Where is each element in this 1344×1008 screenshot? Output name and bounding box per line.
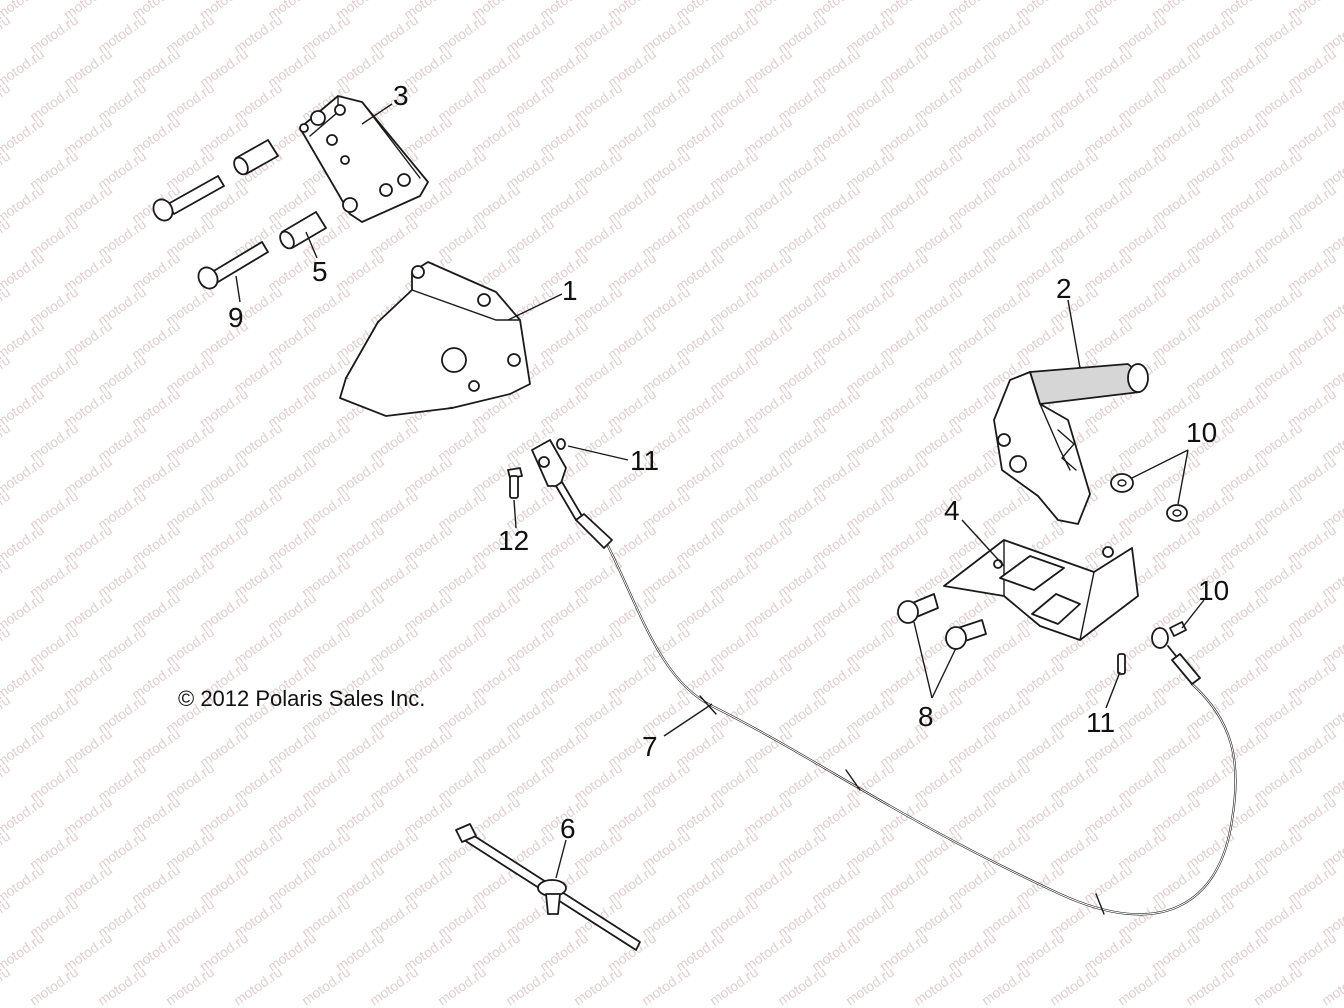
callout-8: 8: [918, 701, 934, 732]
watermark-text: motod.ru: [1183, 964, 1237, 1008]
callout-9: 9: [228, 302, 244, 333]
watermark-text: motod.ru: [0, 930, 47, 975]
callout-5: 5: [312, 256, 328, 287]
watermark-text: motod.ru: [0, 284, 13, 329]
callout-4: 4: [944, 495, 960, 526]
watermark-text: motod.ru: [0, 828, 13, 873]
bolt-upper-part: [152, 175, 225, 222]
watermark-text: motod.ru: [503, 964, 557, 1008]
watermark-text: motod.ru: [0, 114, 47, 159]
watermark-text: motod.ru: [95, 964, 149, 1008]
watermark-text: motod.ru: [979, 964, 1033, 1008]
callout-10-upper: 10: [1186, 417, 1217, 448]
callout-3: 3: [393, 80, 409, 111]
bolt-8-lower-part: [945, 619, 987, 650]
callout-2: 2: [1056, 273, 1072, 304]
callout-6: 6: [560, 813, 576, 844]
watermark-text: motod.ru: [299, 964, 353, 1008]
bolt-8-upper-part: [897, 593, 939, 624]
watermark-text: motod.ru: [775, 964, 829, 1008]
watermark-text: motod.ru: [1115, 964, 1169, 1008]
watermark-text: motod.ru: [0, 318, 47, 363]
watermark-text: motod.ru: [1251, 964, 1305, 1008]
watermark-text: motod.ru: [0, 794, 47, 839]
watermark-text: motod.ru: [0, 964, 13, 1008]
copyright-notice: © 2012 Polaris Sales Inc.: [178, 686, 425, 711]
watermark-text: motod.ru: [367, 964, 421, 1008]
handle-lever-part: [993, 363, 1149, 525]
watermark-text: motod.ru: [0, 522, 47, 567]
watermark-text: motod.ru: [0, 46, 47, 91]
nut-upper-right-part: [1166, 504, 1188, 522]
watermark-text: motod.ru: [0, 692, 13, 737]
watermark-text: motod.ru: [0, 80, 13, 125]
leader-lines: [235, 103, 1205, 879]
watermark-text: motod.ru: [571, 964, 625, 1008]
bolt-lower-part: [197, 241, 269, 290]
watermark-text: motod.ru: [0, 216, 13, 261]
cable-end-upper-part: [531, 439, 613, 549]
nut-upper-left-part: [1110, 473, 1134, 493]
watermark-text: motod.ru: [0, 658, 47, 703]
callout-labels: 3 5 9 1 2 10 11 12 4 10 8 11 7 6: [228, 80, 1229, 844]
watermark-text: motod.ru: [435, 964, 489, 1008]
watermark-text: motod.ru: [0, 148, 13, 193]
watermark-text: motod.ru: [0, 862, 47, 907]
watermark-text: motod.ru: [0, 896, 13, 941]
callout-12: 12: [498, 525, 529, 556]
watermark-text: motod.ru: [0, 726, 47, 771]
cable-tie-part: [455, 823, 641, 951]
watermark-text: motod.ru: [0, 624, 13, 669]
bracket-plate-part: [299, 95, 429, 223]
clip-10-lower-part: [1169, 621, 1187, 637]
callout-11-upper: 11: [630, 445, 659, 476]
pin-12-part: [507, 467, 523, 499]
watermark-text: motod.ru: [843, 964, 897, 1008]
watermark-text: motod.ru: [0, 488, 13, 533]
mount-bracket-part: [943, 539, 1139, 641]
watermark-text: motod.ru: [163, 964, 217, 1008]
callout-7: 7: [642, 731, 658, 762]
watermark-text: motod.ru: [0, 760, 13, 805]
watermark-text: motod.ru: [27, 964, 81, 1008]
pin-11-lower-part: [1117, 653, 1126, 675]
watermark-text: motod.ru: [0, 556, 13, 601]
watermark-text: motod.ru: [0, 12, 13, 57]
watermark-text: motod.ru: [0, 182, 47, 227]
watermark-text: motod.ru: [1319, 964, 1344, 1008]
callout-11-lower: 11: [1086, 707, 1115, 738]
bushing-lower-part: [279, 211, 327, 250]
watermark-text: motod.ru: [0, 250, 47, 295]
watermark-text: motod.ru: [231, 964, 285, 1008]
watermark-text: motod.ru: [0, 386, 47, 431]
watermark-text: motod.ru: [0, 590, 47, 635]
watermark-text: motod.ru: [911, 964, 965, 1008]
callout-10-lower: 10: [1198, 575, 1229, 606]
watermark-text: motod.ru: [0, 454, 47, 499]
watermark-text: motod.ru: [0, 420, 13, 465]
brake-cable-part: [606, 544, 1237, 916]
watermark-text: motod.ru: [707, 964, 761, 1008]
cable-end-lower-part: [1151, 627, 1201, 685]
watermark-text: motod.ru: [639, 964, 693, 1008]
bushing-upper-part: [233, 139, 279, 176]
bracket-part: [339, 261, 531, 417]
callout-1: 1: [562, 275, 578, 306]
clip-11-upper-part: [556, 438, 566, 450]
watermark-text: motod.ru: [1047, 964, 1101, 1008]
watermark-text: motod.ru: [0, 352, 13, 397]
